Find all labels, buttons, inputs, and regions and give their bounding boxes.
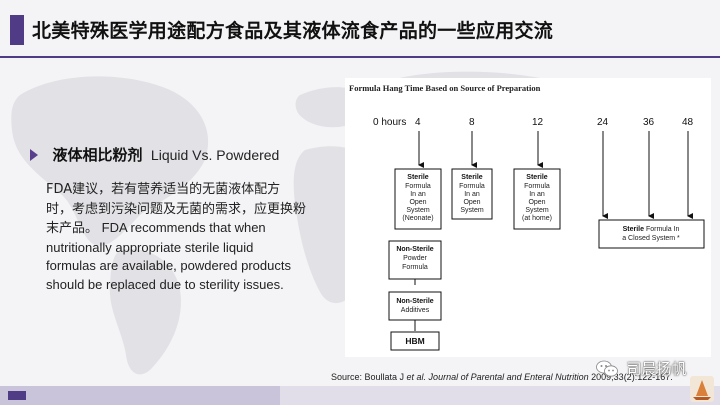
svg-text:Sterile Formula In: Sterile Formula In — [623, 226, 680, 233]
nonsterile-powder-box: Non-Sterile Powder Formula — [388, 240, 442, 280]
svg-text:Additives: Additives — [401, 307, 430, 314]
hang-time-diagram: Formula Hang Time Based on Source of Pre… — [349, 83, 705, 351]
bullet-title-cn: 液体相比粉剂 — [52, 146, 143, 164]
svg-text:Open: Open — [463, 199, 480, 206]
hour-label-48: 48 — [682, 117, 694, 128]
body-text-en: FDA recommends that when nutritionally a… — [46, 220, 291, 292]
watermark-text: 司晨扬帆 — [626, 360, 687, 378]
slide-header: 北美特殊医学用途配方食品及其液体流食产品的一些应用交流 — [0, 0, 720, 58]
svg-text:Sterile: Sterile — [461, 174, 483, 181]
svg-text:System: System — [525, 207, 549, 214]
hang-time-figure: Formula Hang Time Based on Source of Pre… — [345, 78, 711, 357]
svg-text:Sterile: Sterile — [407, 174, 429, 181]
svg-text:In an: In an — [464, 191, 480, 198]
hour-label-4: 4 — [415, 117, 421, 128]
svg-text:Open: Open — [409, 199, 426, 206]
svg-text:System: System — [406, 207, 430, 214]
sterile-open-box: Sterile Formula In an Open System — [451, 168, 493, 220]
source-citation: Source: Boullata J et al. Journal of Par… — [331, 372, 673, 382]
sterile-closed-box: Sterile Formula In a Closed System * — [598, 219, 705, 249]
triangle-bullet-icon — [30, 148, 38, 161]
svg-text:Formula: Formula — [524, 183, 550, 190]
hour-label-12: 12 — [532, 117, 544, 128]
svg-text:System: System — [460, 207, 484, 214]
svg-text:Sterile: Sterile — [526, 174, 548, 181]
wechat-watermark: 司晨扬帆 — [596, 358, 686, 379]
figure-title: Formula Hang Time Based on Source of Pre… — [349, 83, 541, 93]
svg-text:Non-Sterile: Non-Sterile — [396, 298, 433, 305]
hour-label-24: 24 — [597, 117, 609, 128]
source-journal: et al. Journal of Parental and Enteral N… — [406, 372, 589, 382]
svg-text:Formula: Formula — [402, 264, 428, 271]
svg-text:a Closed System *: a Closed System * — [622, 235, 680, 242]
svg-text:(Neonate): (Neonate) — [402, 215, 433, 222]
hour-label-36: 36 — [643, 117, 655, 128]
header-divider — [0, 56, 720, 58]
sterile-home-box: Sterile Formula In an Open System (at ho… — [513, 168, 561, 230]
hour-label-0: 0 hours — [373, 117, 406, 128]
svg-text:Powder: Powder — [403, 255, 427, 262]
sterile-neonate-box: Sterile Formula In an Open System (Neona… — [394, 168, 442, 230]
source-suffix: 2009;33(2):122-167. — [588, 372, 673, 382]
hour-label-8: 8 — [469, 117, 475, 128]
wechat-icon — [596, 360, 618, 377]
slide-title: 北美特殊医学用途配方食品及其液体流食产品的一些应用交流 — [32, 20, 554, 42]
title-accent-bar — [10, 15, 24, 45]
body-text-cn: FDA建议，若有营养适当的无菌液体配方时，考虑到污染问题及无菌的需求，应更换粉末… — [46, 182, 307, 236]
source-prefix: Source: Boullata J — [331, 372, 407, 382]
time-arrows — [414, 131, 693, 331]
bullet-heading: 液体相比粉剂 Liquid Vs. Powdered — [30, 144, 279, 165]
svg-text:Formula: Formula — [405, 183, 431, 190]
svg-text:Formula: Formula — [459, 183, 485, 190]
svg-text:(at home): (at home) — [522, 215, 552, 222]
svg-text:In an: In an — [529, 191, 545, 198]
svg-text:Open: Open — [528, 199, 545, 206]
hbm-box: HBM — [390, 331, 440, 351]
footer-band — [0, 386, 720, 405]
svg-text:Non-Sterile: Non-Sterile — [396, 246, 433, 253]
svg-text:HBM: HBM — [405, 336, 424, 346]
nonsterile-additives-box: Non-Sterile Additives — [388, 291, 442, 321]
sail-logo-icon — [690, 376, 714, 402]
footer-accent — [8, 391, 26, 400]
body-paragraph: FDA建议，若有营养适当的无菌液体配方时，考虑到污染问题及无菌的需求，应更换粉末… — [46, 180, 306, 294]
bullet-title-en: Liquid Vs. Powdered — [150, 146, 280, 163]
svg-text:In an: In an — [410, 191, 426, 198]
